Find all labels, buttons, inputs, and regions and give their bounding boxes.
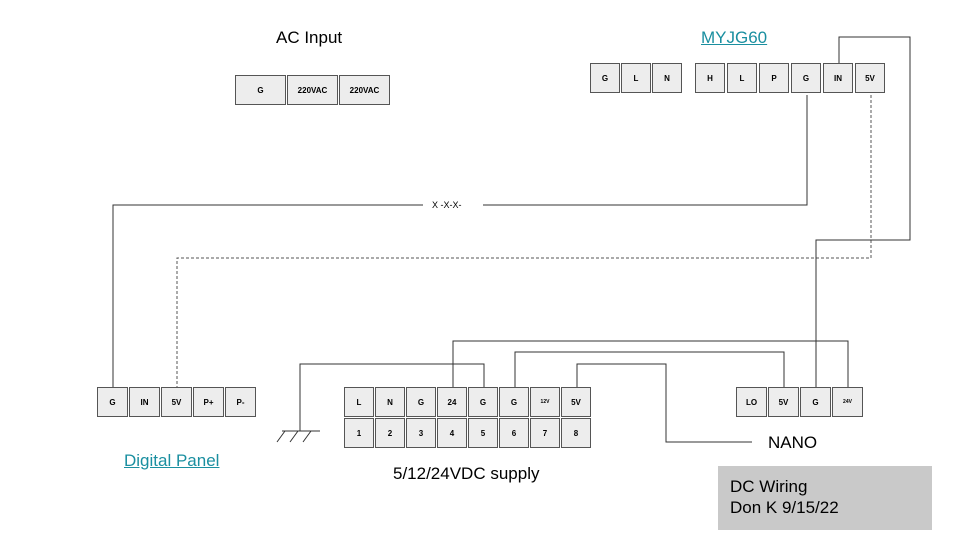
supply-terminal-number-5: 5 — [468, 418, 498, 448]
supply-terminal-number-4: 4 — [437, 418, 467, 448]
note-title: DC Wiring — [730, 477, 808, 496]
myjg60-terminal-5v: 5V — [855, 63, 885, 93]
nano-terminal-lo: LO — [736, 387, 767, 417]
supply-terminal-number-8: 8 — [561, 418, 591, 448]
wire-g-supply-to-nano — [514, 351, 785, 387]
supply-terminal-number-2: 2 — [375, 418, 405, 448]
wire-5v-supply-to-nano — [576, 363, 752, 443]
supply-terminal-24: 24 — [437, 387, 467, 417]
wire-g-supply-to-earth — [299, 363, 485, 431]
ac-terminal-220vac-2: 220VAC — [339, 75, 390, 105]
nano-terminal-24v: 24V — [832, 387, 863, 417]
supply-terminal-number-6: 6 — [499, 418, 529, 448]
nano-terminal-5v: 5V — [768, 387, 799, 417]
note-author-date: Don K 9/15/22 — [730, 498, 839, 517]
digital-panel-link[interactable]: Digital Panel — [124, 451, 220, 470]
panel-terminal-in: IN — [129, 387, 160, 417]
dc-wiring-note: DC Wiring Don K 9/15/22 — [718, 466, 932, 530]
ac-input-title: AC Input — [276, 28, 343, 47]
nano-title: NANO — [768, 433, 818, 452]
myjg60-terminal-in: IN — [823, 63, 853, 93]
myjg60-link[interactable]: MYJG60 — [701, 28, 768, 47]
supply-terminal-g2: G — [468, 387, 498, 417]
earth-ground-icon — [276, 430, 320, 443]
wire-break-label: X -X-X- — [432, 200, 462, 210]
myjg60-terminal-n: N — [652, 63, 682, 93]
wire-in-myjg60-to-nano — [815, 36, 911, 387]
panel-terminal-5v: 5V — [161, 387, 192, 417]
panel-terminal-p-plus: P+ — [193, 387, 224, 417]
supply-terminal-number-3: 3 — [406, 418, 436, 448]
supply-terminal-n: N — [375, 387, 405, 417]
wire-ground-panel-segment — [112, 204, 423, 387]
panel-terminal-g: G — [97, 387, 128, 417]
myjg60-terminal-g2: G — [791, 63, 821, 93]
wire-5v-myjg60-to-panel — [176, 95, 872, 387]
myjg60-terminal-h: H — [695, 63, 725, 93]
supply-terminal-number-7: 7 — [530, 418, 560, 448]
myjg60-terminal-l: L — [621, 63, 651, 93]
supply-terminal-g1: G — [406, 387, 436, 417]
myjg60-terminal-l2: L — [727, 63, 757, 93]
wire-ground-myjg60-to-panel — [483, 95, 808, 206]
supply-terminal-l: L — [344, 387, 374, 417]
supply-title: 5/12/24VDC supply — [393, 464, 540, 483]
panel-terminal-p-minus: P- — [225, 387, 256, 417]
nano-terminal-g: G — [800, 387, 831, 417]
myjg60-terminal-p: P — [759, 63, 789, 93]
supply-terminal-12v: 12V — [530, 387, 560, 417]
myjg60-terminal-g: G — [590, 63, 620, 93]
ac-terminal-220vac-1: 220VAC — [287, 75, 338, 105]
supply-terminal-5v: 5V — [561, 387, 591, 417]
supply-terminal-g3: G — [499, 387, 529, 417]
ac-terminal-g: G — [235, 75, 286, 105]
supply-terminal-number-1: 1 — [344, 418, 374, 448]
